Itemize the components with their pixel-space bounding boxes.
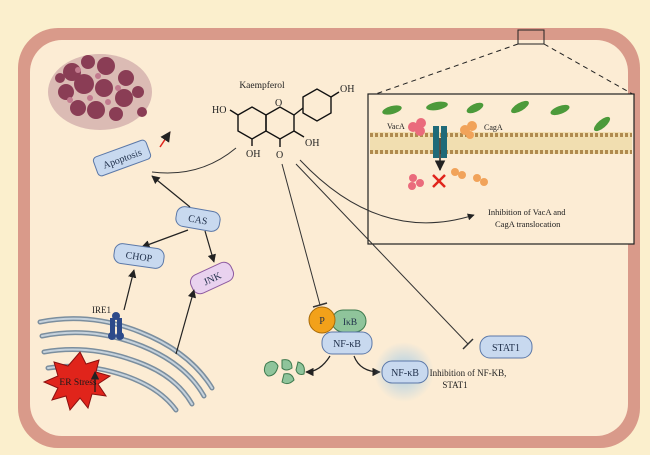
atom-ho-left: HO [212,105,226,116]
arrow-cas-apoptosis [151,175,191,208]
ire1-label: IRE1 [92,305,111,315]
zoom-line-left [369,43,519,97]
inset-caption-line2: CagA translocation [495,219,561,229]
bacteria-group [382,100,611,132]
membrane-heads [370,133,632,154]
chop-label: CHOP [125,250,153,265]
vaca-toxin-above [408,118,426,136]
er-stress-label: ER Stress [59,378,97,388]
atom-o-ring: O [275,98,282,109]
caga-toxin-above [460,121,477,139]
caga-toxin-below [451,168,488,186]
link-to-inset [299,159,475,224]
inhibit-bar-nfkb [312,302,328,308]
block-x-icon [432,174,446,188]
p-label: P [319,316,325,327]
nf-caption-line1: Inhibition of NF-KB, [430,368,507,378]
arrow-cas-jnk [204,230,216,263]
atom-oh-top: OH [340,84,354,95]
arrow-complex-degradation [305,355,331,377]
link-to-apoptosis [151,147,237,174]
apoptotic-cell-cluster [48,54,152,130]
cas-label: CAS [187,213,208,227]
er-stress-burst: ER Stress [42,351,112,412]
inhibit-line-stat1 [295,163,469,345]
inhibit-line-nfkb [281,163,321,306]
arrow-cas-chop [141,229,189,249]
nf-caption-line2: STAT1 [442,380,467,390]
chop-node: CHOP [113,243,165,269]
translocation-channel [433,126,447,172]
inhibit-bar-stat1 [462,338,474,350]
caga-label: CagA [484,123,503,132]
atom-oh-mid: OH [305,138,319,149]
ire1-receptor [108,312,124,340]
nfkb-complex: IκB P NF-κB [308,306,373,355]
arrow-er-jnk [175,289,196,355]
stat1-label: STAT1 [492,343,520,354]
zoom-source-box [517,29,545,45]
vaca-label: VacA [387,122,405,131]
inset-panel: VacA CagA Inhibition of VacA and CagA tr… [367,93,635,245]
stat1-node: STAT1 [479,335,533,359]
nfkb-label: NF-κB [333,339,361,350]
nfkb-nucleus-node: NF-κB [381,360,429,384]
vaca-toxin-below [408,174,424,190]
jnk-node: JNK [189,261,235,295]
arrow-ire1-chop [123,269,137,311]
cas-node: CAS [175,206,221,232]
nfkb-nucleus-label: NF-κB [391,368,419,379]
ikb-label: IκB [343,318,357,328]
atom-oh-right: OH [246,149,260,160]
kaempferol-structure [229,88,340,147]
atom-o-keto: O [276,150,283,161]
increase-arrow [159,131,171,148]
degraded-fragments [263,359,305,385]
inset-caption-line1: Inhibition of VacA and [488,207,566,217]
compound-name: Kaempferol [239,80,285,91]
